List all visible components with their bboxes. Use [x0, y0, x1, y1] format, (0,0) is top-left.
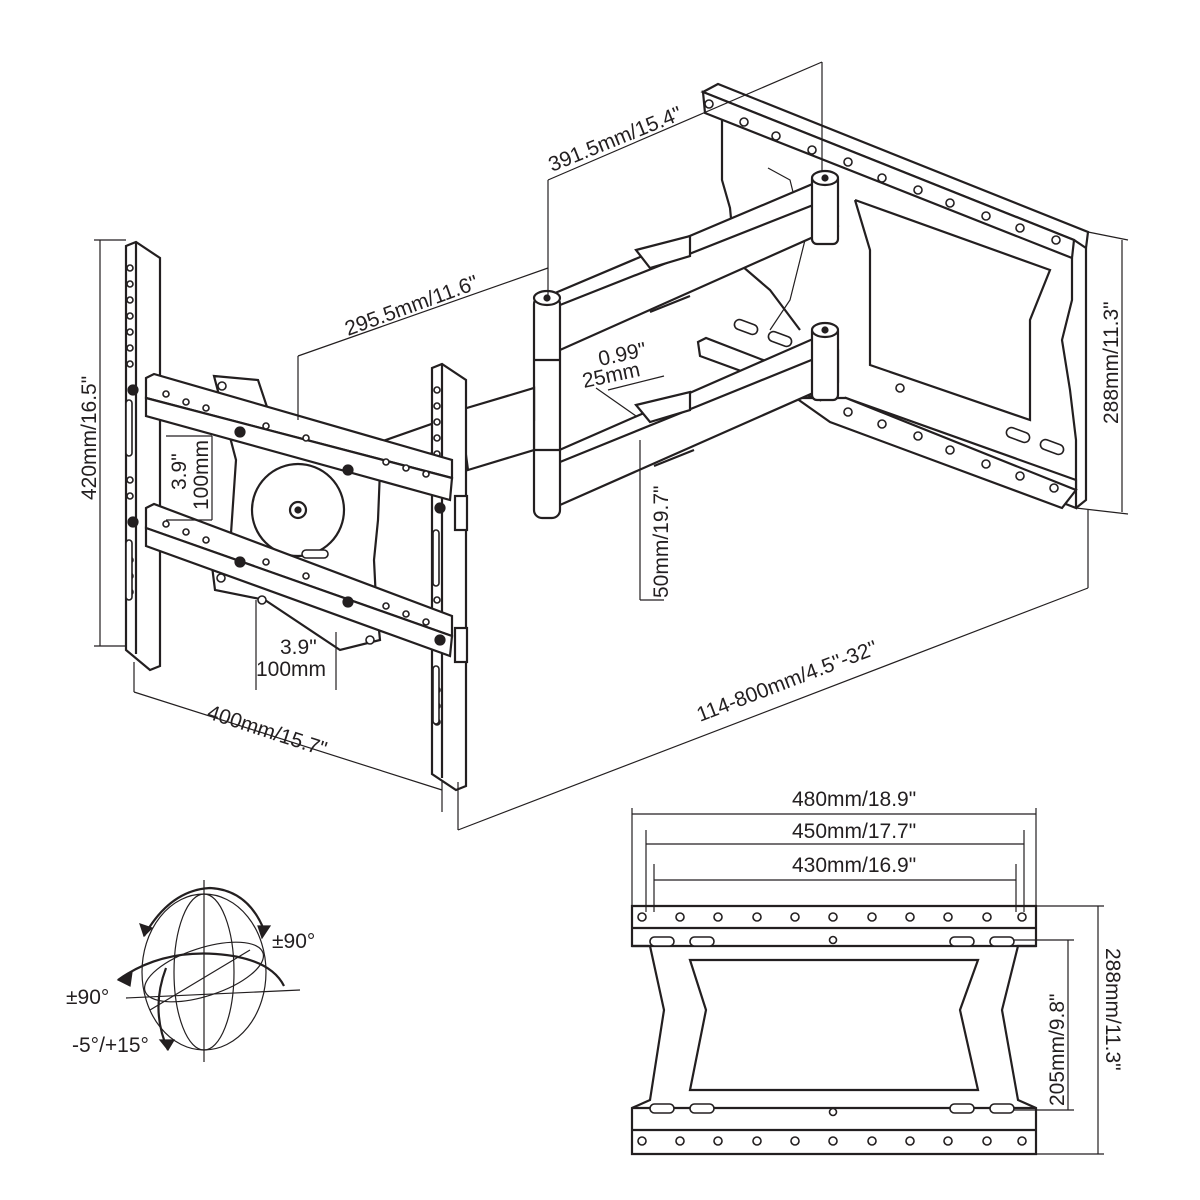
extension-range-label: 114-800mm/4.5''-32''	[694, 636, 881, 726]
wall-height-label: 288mm/11.3"	[1100, 301, 1123, 424]
vesa-spacing-vertical-mm: 100mm	[190, 440, 213, 510]
vesa-spacing-horizontal-in: 3.9"	[280, 636, 317, 659]
rotate-label: ±90°	[66, 986, 109, 1009]
arm-inner-length-label: 295.5mm/11.6"	[342, 271, 482, 341]
tilt-label: -5°/+15°	[72, 1034, 149, 1057]
arm-offset-label: 50mm/19.7"	[650, 485, 673, 598]
arm-outer-length-label: 391.5mm/15.4"	[545, 102, 685, 176]
vesa-spacing-horizontal-mm: 100mm	[256, 658, 326, 681]
hole-span-outer-label: 450mm/17.7"	[792, 820, 916, 843]
swivel-label: ±90°	[272, 930, 315, 953]
rotation-globe-icon: ±90° ±90° -5°/+15°	[66, 880, 315, 1062]
vesa-height-label: 420mm/16.5"	[78, 376, 101, 500]
plate-width-label: 480mm/18.9"	[792, 788, 916, 811]
wall-plate-front-view: 480mm/18.9" 450mm/17.7" 430mm/16.9" 288m…	[630, 788, 1124, 1156]
wall-plate-perspective	[696, 82, 1090, 510]
vesa-bracket	[124, 240, 469, 792]
hole-span-inner-label: 430mm/16.9"	[792, 854, 916, 877]
arm-gap-mm-label: 25mm	[580, 358, 642, 393]
slot-span-label: 205mm/9.8"	[1046, 993, 1069, 1106]
vesa-spacing-vertical-in: 3.9"	[168, 453, 191, 490]
vesa-width-label: 400mm/15.7"	[204, 701, 329, 761]
plate-height-label: 288mm/11.3"	[1101, 948, 1124, 1071]
dimension-lines	[94, 61, 1129, 831]
